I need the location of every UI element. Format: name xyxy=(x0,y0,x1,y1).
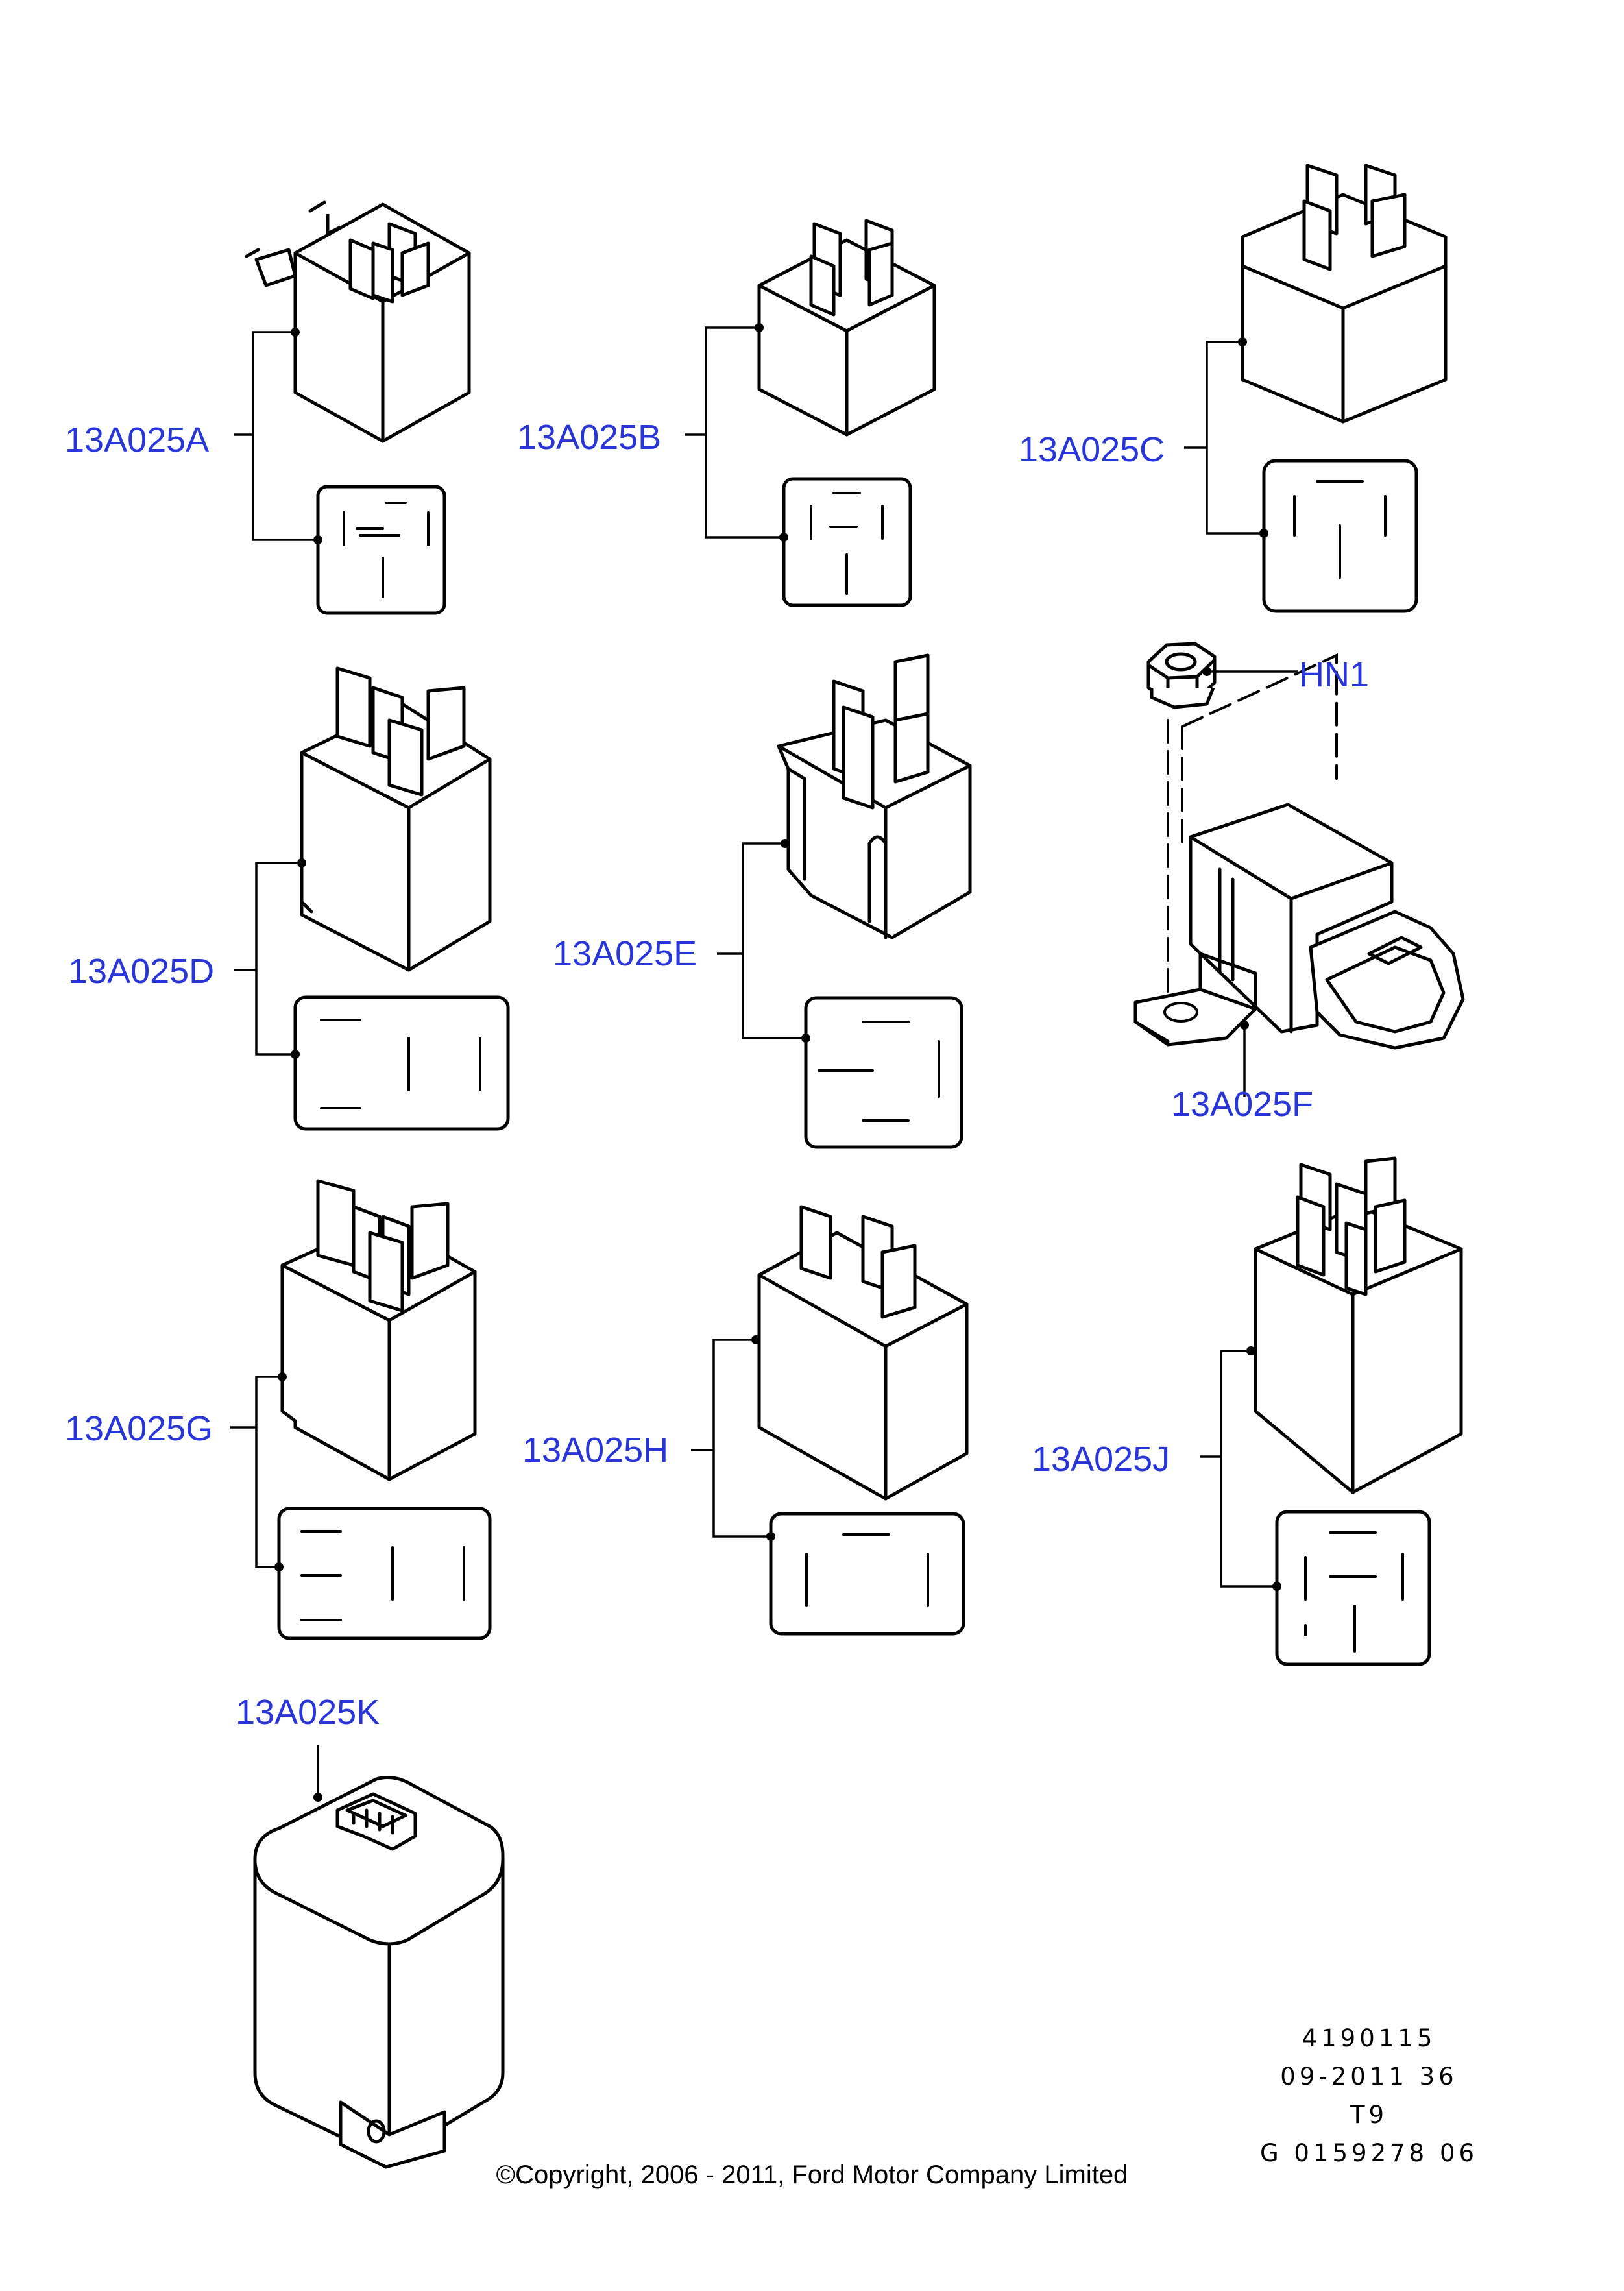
relay-g-drawing xyxy=(280,1179,477,1481)
drawing-reference: G 0159278 06 xyxy=(1259,2139,1479,2167)
relay-d-leader xyxy=(234,858,306,1059)
relay-b-leader xyxy=(685,323,788,542)
relay-h-leader xyxy=(691,1335,775,1541)
relay-a-leader xyxy=(234,328,322,544)
callout-hn1[interactable]: HN1 xyxy=(1299,655,1370,694)
callout-13a025b[interactable]: 13A025B xyxy=(517,418,662,457)
relay-c-pinout xyxy=(1262,459,1418,613)
relay-g-pinout xyxy=(277,1507,492,1640)
relay-g-leader xyxy=(230,1372,287,1571)
relay-h-drawing xyxy=(757,1205,969,1501)
copyright-notice: ©Copyright, 2006 - 2011, Ford Motor Comp… xyxy=(496,2161,1128,2189)
callout-13a025g[interactable]: 13A025G xyxy=(65,1409,213,1448)
relay-c-leader xyxy=(1184,337,1268,538)
callout-13a025f[interactable]: 13A025F xyxy=(1171,1085,1314,1124)
callout-13a025j[interactable]: 13A025J xyxy=(1032,1440,1170,1479)
relay-e-leader xyxy=(717,839,810,1043)
relay-f-leader xyxy=(1202,667,1298,1097)
relay-h-pinout xyxy=(769,1512,965,1636)
callout-13a025a[interactable]: 13A025A xyxy=(65,420,210,459)
relay-j-pinout xyxy=(1275,1510,1431,1666)
drawing-sheet-code: T9 xyxy=(1350,2101,1388,2129)
callout-13a025c[interactable]: 13A025C xyxy=(1019,430,1165,469)
relay-k-leader xyxy=(313,1745,322,1802)
callout-13a025d[interactable]: 13A025D xyxy=(68,952,215,991)
relay-e-drawing xyxy=(777,653,972,939)
relay-b-drawing xyxy=(757,219,936,437)
relay-b-pinout xyxy=(782,477,912,607)
nut-hn1-drawing xyxy=(1146,642,1217,709)
callout-13a025k[interactable]: 13A025K xyxy=(236,1693,380,1732)
relay-j-drawing xyxy=(1254,1156,1463,1494)
relay-c-drawing xyxy=(1241,164,1448,424)
relay-j-leader xyxy=(1200,1346,1281,1591)
callout-13a025e[interactable]: 13A025E xyxy=(553,934,697,973)
relay-f-drawing xyxy=(1133,653,1465,1050)
relay-d-drawing xyxy=(300,666,492,972)
relay-d-pinout xyxy=(293,995,510,1131)
relay-e-pinout xyxy=(804,996,963,1149)
callout-13a025h[interactable]: 13A025H xyxy=(522,1431,669,1470)
relay-k-drawing xyxy=(253,1776,505,2169)
relay-a-drawing xyxy=(245,200,471,443)
drawing-date-code: 09-2011 36 xyxy=(1280,2063,1458,2091)
relay-a-pinout xyxy=(316,485,446,615)
drawing-number: 4190115 xyxy=(1302,2024,1436,2052)
